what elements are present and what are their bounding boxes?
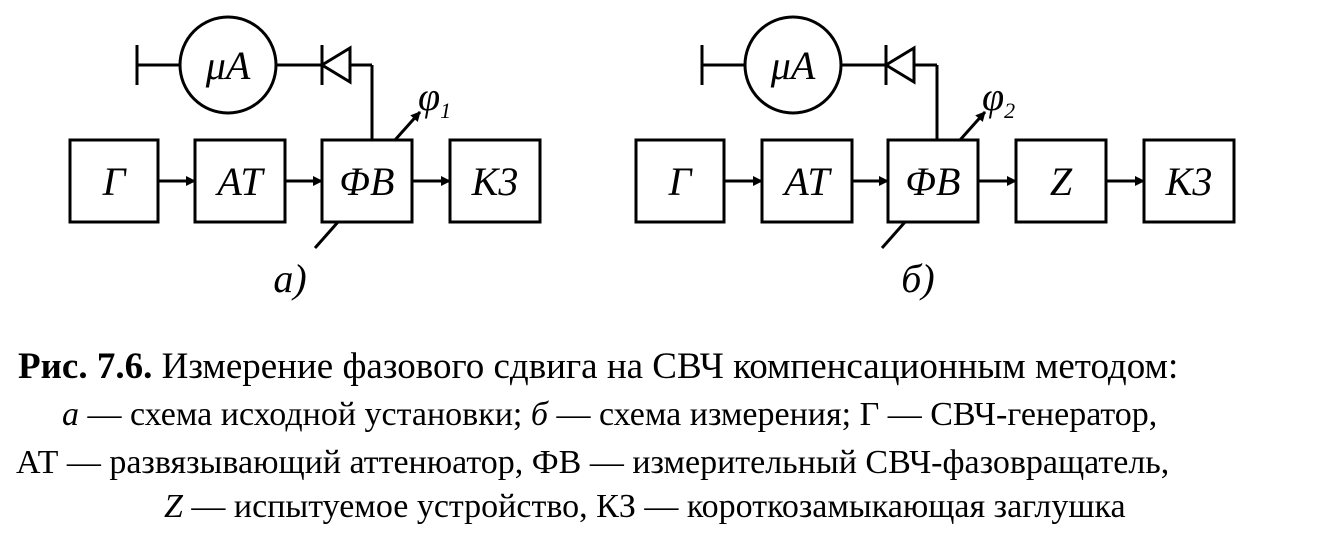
block-label-short-b: K3 xyxy=(1165,159,1213,204)
caption-line-3: АТ — развязывающий аттенюатор, ФВ — изме… xyxy=(16,444,1170,481)
caption-a-ref: а xyxy=(62,396,79,433)
phase-adjust-arrow-a xyxy=(393,111,422,141)
panel-label-a: a) xyxy=(273,256,306,301)
phase-shift-diagrams: μA Г AT ΦB K3 φ1 a) μA Г AT Φ xyxy=(68,15,1236,301)
panel-label-b: б) xyxy=(901,256,934,301)
phase-label-a: φ1 xyxy=(418,74,451,123)
diode-icon xyxy=(319,45,372,85)
phase-adjust-arrow-b xyxy=(958,111,987,141)
caption-line-2: а — схема исходной установки; б — схема … xyxy=(62,398,1157,432)
caption-z-desc: — испытуемое устройство, КЗ — короткозам… xyxy=(182,488,1126,525)
diagram-b-labels: μA Г AT ΦB Z K3 φ2 б) xyxy=(668,43,1213,301)
phase-label-b: φ2 xyxy=(982,74,1015,123)
block-label-device-under-test-b: Z xyxy=(1050,159,1073,204)
caption-z-ref: Z xyxy=(164,488,183,525)
caption-title-line: Рис. 7.6. Измерение фазового сдвига на С… xyxy=(18,348,1178,385)
figure-number: Рис. 7.6. xyxy=(18,346,153,387)
phase-adjust-tail-a xyxy=(313,221,340,249)
block-label-generator-a: Г xyxy=(102,159,128,204)
caption-a-desc: — схема исходной установки; xyxy=(79,396,531,433)
diagram-b xyxy=(634,15,1236,249)
meter-label-a: μA xyxy=(205,43,251,88)
block-label-attenuator-b: AT xyxy=(781,159,832,204)
caption-title: Измерение фазового сдвига на СВЧ компенс… xyxy=(152,346,1179,387)
block-label-phase-shifter-b: ΦB xyxy=(906,159,961,204)
phase-adjust-tail-b xyxy=(880,221,907,249)
block-label-generator-b: Г xyxy=(668,159,694,204)
meter-label-b: μA xyxy=(770,43,816,88)
diagram-a xyxy=(68,15,542,249)
caption-b-ref: б xyxy=(530,396,548,433)
caption-b-desc: — схема измерения; Г — СВЧ-генератор, xyxy=(548,396,1158,433)
block-label-short-a: K3 xyxy=(471,159,519,204)
diagram-a-labels: μA Г AT ΦB K3 φ1 a) xyxy=(102,43,519,301)
diode-icon xyxy=(883,45,937,85)
caption-line-4: Z — испытуемое устройство, КЗ — короткоз… xyxy=(164,490,1126,524)
block-label-attenuator-a: AT xyxy=(214,159,265,204)
block-label-phase-shifter-a: ΦB xyxy=(340,159,395,204)
